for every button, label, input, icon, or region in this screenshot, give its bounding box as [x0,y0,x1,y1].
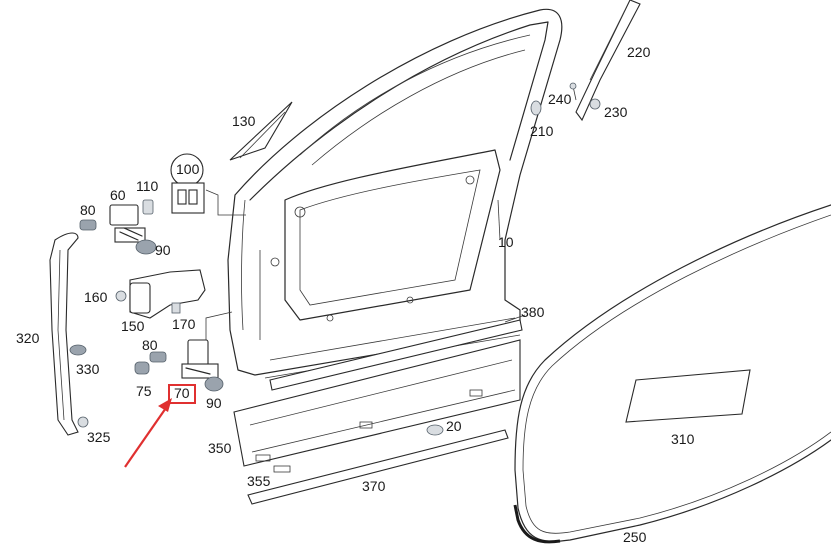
callout-100: 100 [176,161,200,177]
callout-355: 355 [247,473,271,489]
callout-80-upper: 80 [80,202,96,218]
cap-90-upper [135,239,157,255]
door-seal-strip [49,232,79,436]
callout-310: 310 [671,431,695,447]
callout-240: 240 [548,91,572,107]
pointer-arrow-head [158,398,172,412]
callout-250: 250 [623,529,647,545]
callout-80-lower: 80 [142,337,158,353]
cap-90-lower [204,376,224,392]
callout-170: 170 [172,316,196,332]
callout-330: 330 [76,361,100,377]
part-100-box [171,182,205,214]
callout-90-lower: 90 [206,395,222,411]
grommet-210 [530,100,542,116]
callout-110: 110 [136,178,159,194]
callout-150: 150 [121,318,145,334]
part-170 [171,302,181,314]
lower-hinge [134,311,233,392]
callout-230: 230 [604,104,628,120]
clip-325 [77,416,89,428]
screw-240 [569,82,577,90]
callout-220: 220 [627,44,651,60]
callout-130: 130 [232,113,256,129]
part-160 [115,290,127,302]
film-310 [625,369,751,423]
callout-380: 380 [521,304,545,320]
callout-160: 160 [84,289,108,305]
clip-20 [426,424,444,436]
callout-70: 70 [174,385,190,401]
callout-90-upper: 90 [155,242,171,258]
clip-230 [589,98,601,110]
callout-60: 60 [110,187,126,203]
door-latch [115,269,206,319]
callout-75: 75 [136,383,152,399]
highlight-box [168,384,196,404]
bolt-80-upper [79,219,97,231]
callout-20: 20 [446,418,462,434]
callout-325: 325 [87,429,111,445]
callout-210: 210 [530,123,554,139]
mirror-triangle [229,101,293,161]
leader-lines [497,199,526,323]
callout-370: 370 [362,478,386,494]
part-75 [134,361,150,375]
sill-trim [233,319,523,505]
door-shell [227,8,563,379]
pointer-arrow-line [124,404,169,468]
callout-350: 350 [208,440,232,456]
callout-320: 320 [16,330,40,346]
outer-seal-250 [514,204,831,542]
upper-hinge [79,199,157,255]
bolt-80-lower [149,351,167,363]
plug-330 [69,344,87,356]
window-trim-strip [575,0,641,122]
callout-10: 10 [498,234,514,250]
part-110 [142,199,154,215]
